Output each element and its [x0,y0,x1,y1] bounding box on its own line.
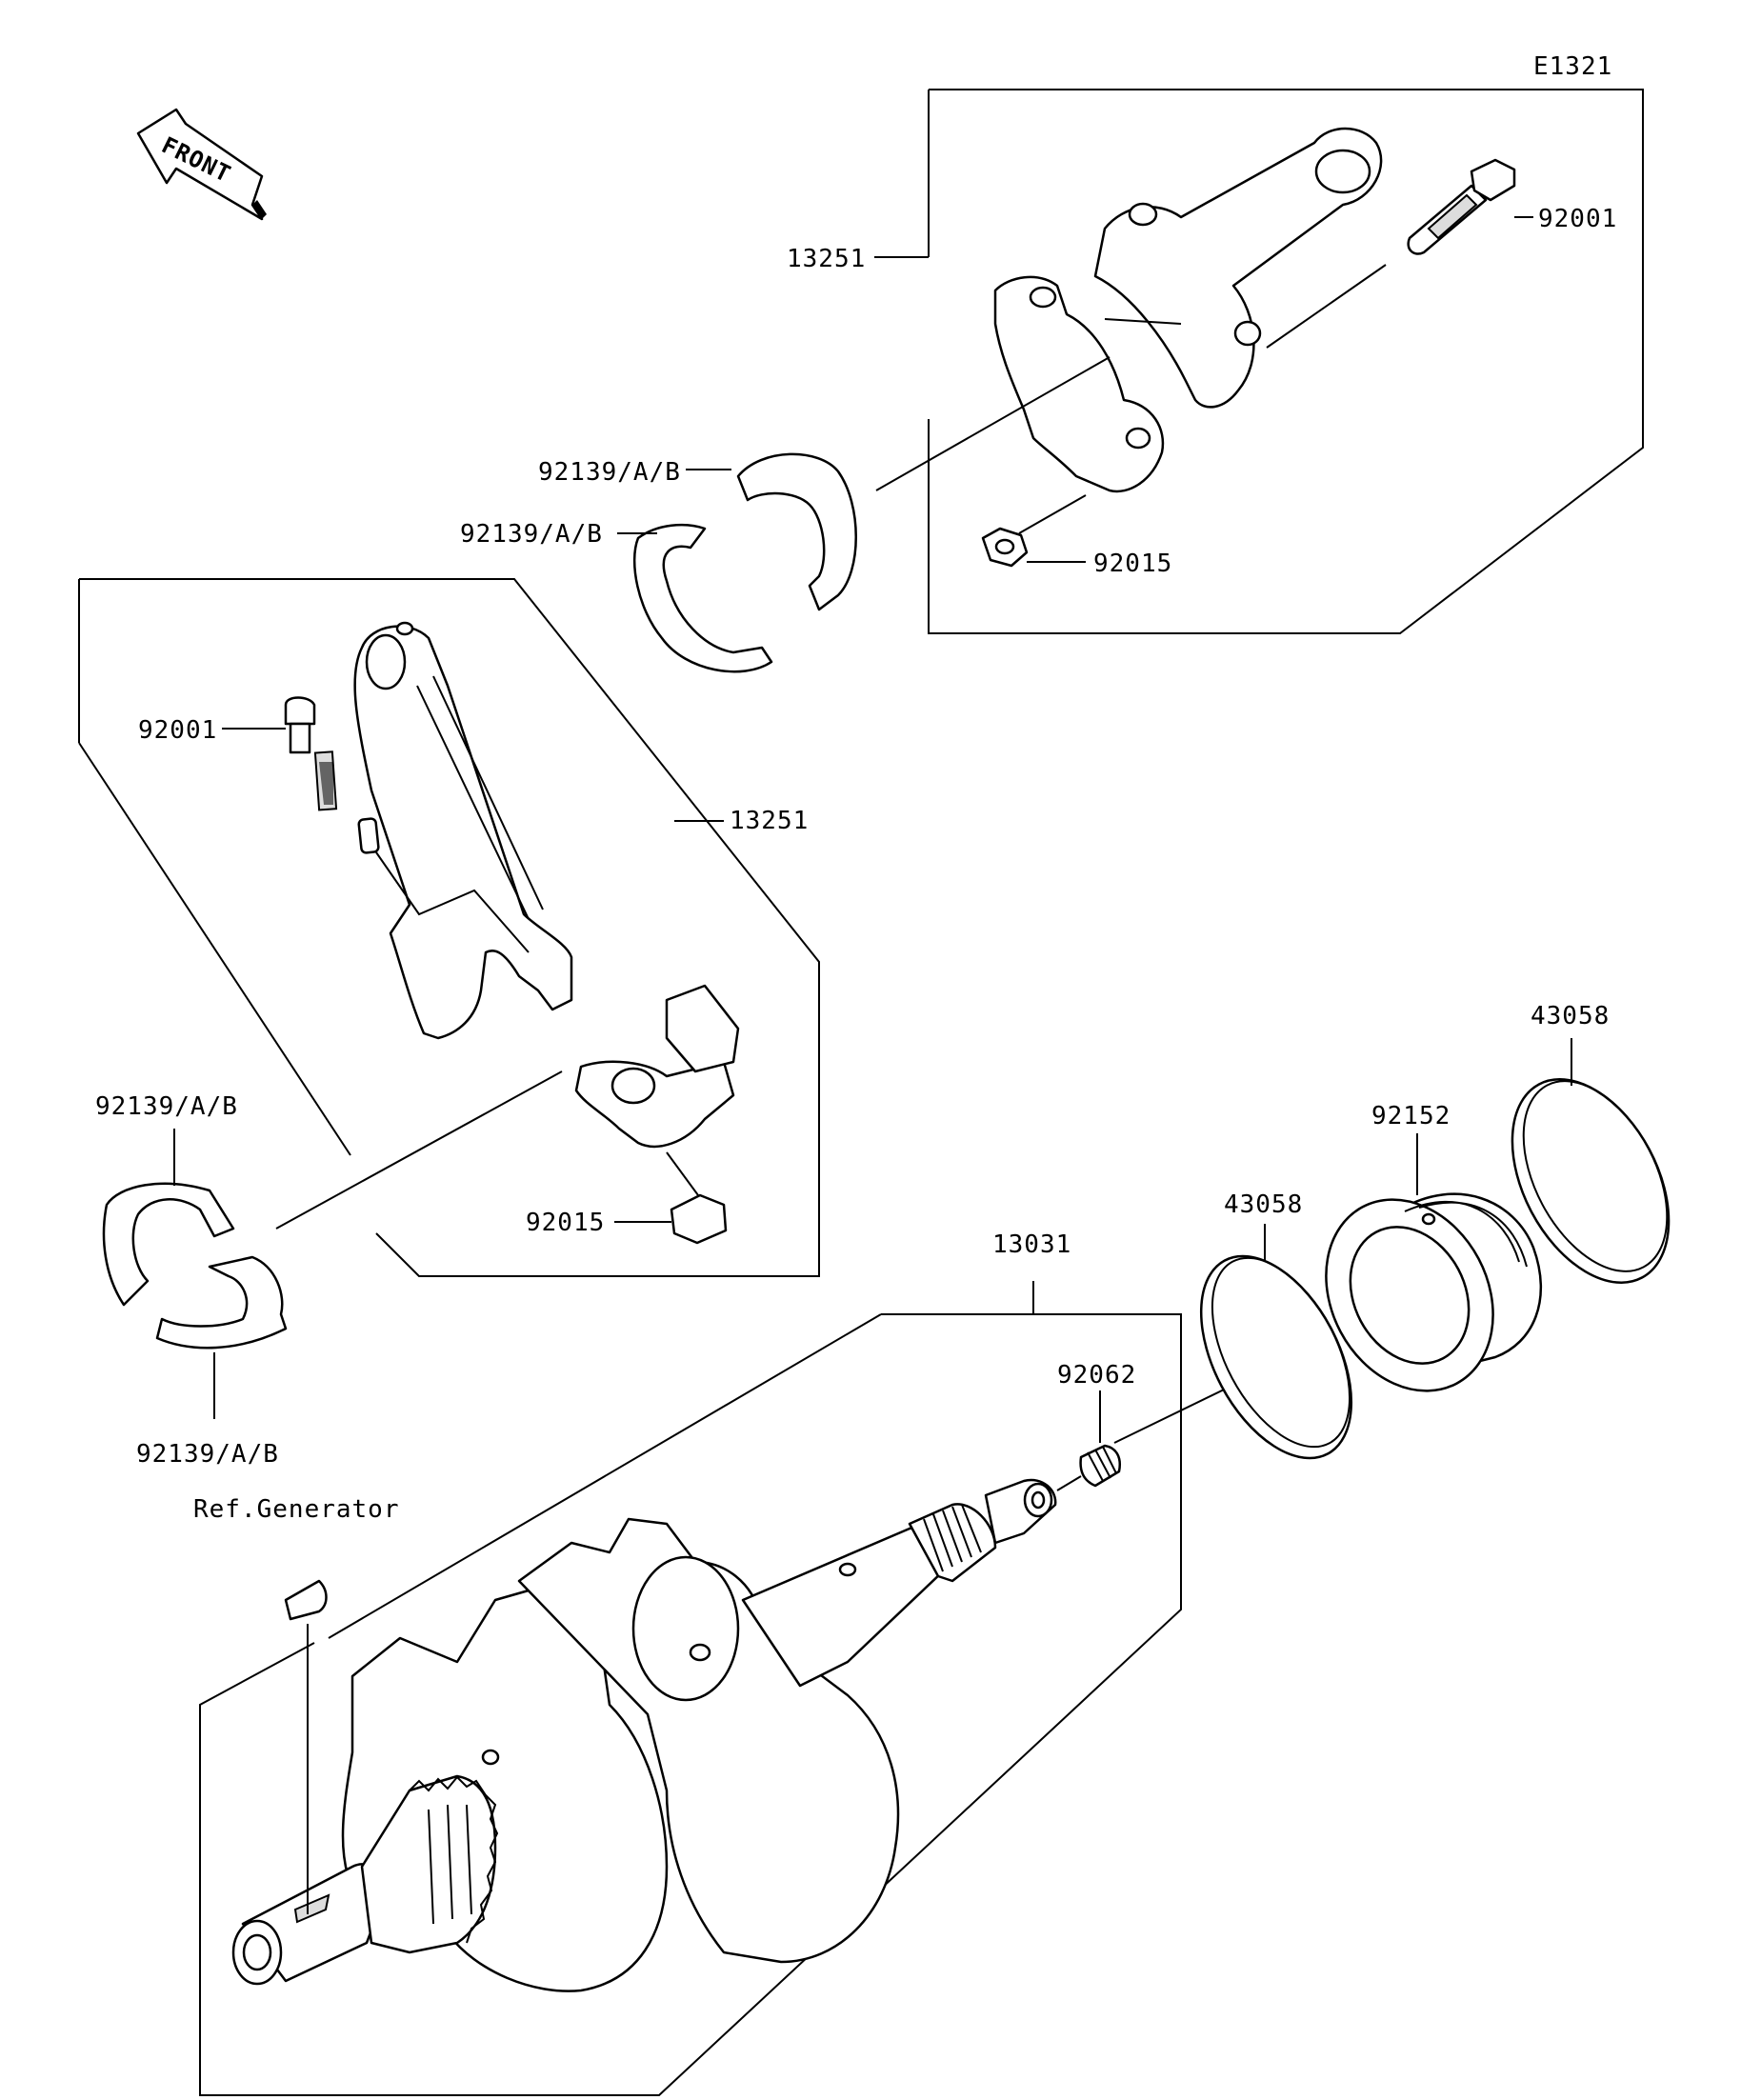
upper-rod-box [928,89,1644,634]
label-92139-b: 92139/A/B [460,520,603,549]
label-92139-d: 92139/A/B [136,1440,279,1469]
label-13251-lower: 13251 [730,807,809,835]
crankshaft [231,1478,1057,1992]
label-92001-lower: 92001 [138,716,217,745]
diagram-id: E1321 [1533,52,1612,81]
upper-nut-92015 [981,527,1029,568]
label-92015-upper: 92015 [1093,550,1172,578]
upper-connecting-rod [993,127,1383,493]
label-92139-c: 92139/A/B [95,1092,238,1121]
woodruff-key [284,1579,328,1621]
label-13031: 13031 [992,1230,1071,1259]
label-92062: 92062 [1057,1361,1136,1390]
o-ring-43058-left [1199,1254,1353,1460]
upper-bearing-shells [632,452,857,673]
label-43058-right: 43058 [1531,1002,1610,1030]
label-43058-left: 43058 [1224,1190,1303,1219]
label-92001-upper: 92001 [1538,205,1617,233]
front-arrow-icon: FRONT [136,108,267,221]
label-92152: 92152 [1371,1102,1451,1130]
lower-connecting-rod [353,621,740,1148]
label-13251-upper: 13251 [787,245,866,273]
lower-bolt-92001 [284,696,380,854]
plug-92062 [1079,1444,1121,1488]
lower-bearing-shells [102,1182,288,1350]
crankshaft-box [199,1313,1182,2096]
ref-generator-label: Ref.Generator [193,1495,400,1524]
label-92139-a: 92139/A/B [538,458,681,487]
lower-rod-box [79,578,820,1277]
bearing-housing-92152 [1325,1192,1542,1392]
upper-bolt-92001 [1407,158,1516,255]
o-ring-43058-right [1511,1078,1671,1284]
lower-nut-92015 [670,1193,728,1245]
label-92015-lower: 92015 [526,1209,605,1237]
